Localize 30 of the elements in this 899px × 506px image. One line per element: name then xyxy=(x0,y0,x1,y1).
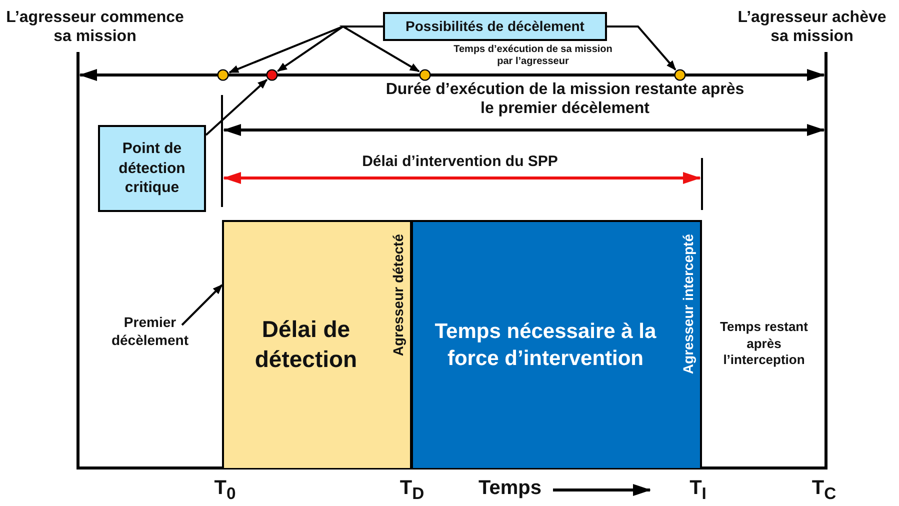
arrow xyxy=(181,284,223,326)
callout-box xyxy=(383,12,607,41)
arrow xyxy=(607,26,676,70)
block-label: Temps nécessaire à la force d’intervention xyxy=(434,318,658,372)
vertical-label: Agresseur détecté xyxy=(390,234,406,356)
vertical-label: Agresseur intercepté xyxy=(680,234,696,374)
axis-label: Temps xyxy=(478,476,542,500)
annotation-text: Temps d’exécution de sa mission par l’agresseur xyxy=(452,44,614,68)
axis-label: T$_{I}$ xyxy=(688,476,708,504)
box-label: Temps restant après l’interception xyxy=(719,318,809,370)
box-label: Point de détection critique xyxy=(118,139,186,198)
block-label: Délai de détection xyxy=(254,315,358,374)
marker-dot xyxy=(266,69,278,81)
phase-block xyxy=(222,220,412,468)
box-label: Possibilités de décèlement xyxy=(406,17,584,36)
annotation-text: L’agresseur achève sa mission xyxy=(736,8,888,46)
marker-dot xyxy=(419,69,431,81)
callout-box xyxy=(98,125,206,212)
box-label: Premier décèlement xyxy=(110,312,190,350)
phase-block xyxy=(411,220,702,468)
marker-dot xyxy=(674,69,686,81)
axis-label: T$_{0}$ xyxy=(213,476,237,504)
dimension-label: Durée d’exécution de la mission restante après le premier décèlement xyxy=(385,80,745,118)
dimension-label: Délai d’intervention du SPP xyxy=(361,153,559,171)
arrow xyxy=(339,26,420,72)
annotation-text: L’agresseur commence sa mission xyxy=(5,8,185,46)
arrow xyxy=(205,78,268,136)
marker-dot xyxy=(217,69,229,81)
axis-label: T$_{C}$ xyxy=(810,476,838,504)
axis-label: T$_{D}$ xyxy=(398,476,426,504)
